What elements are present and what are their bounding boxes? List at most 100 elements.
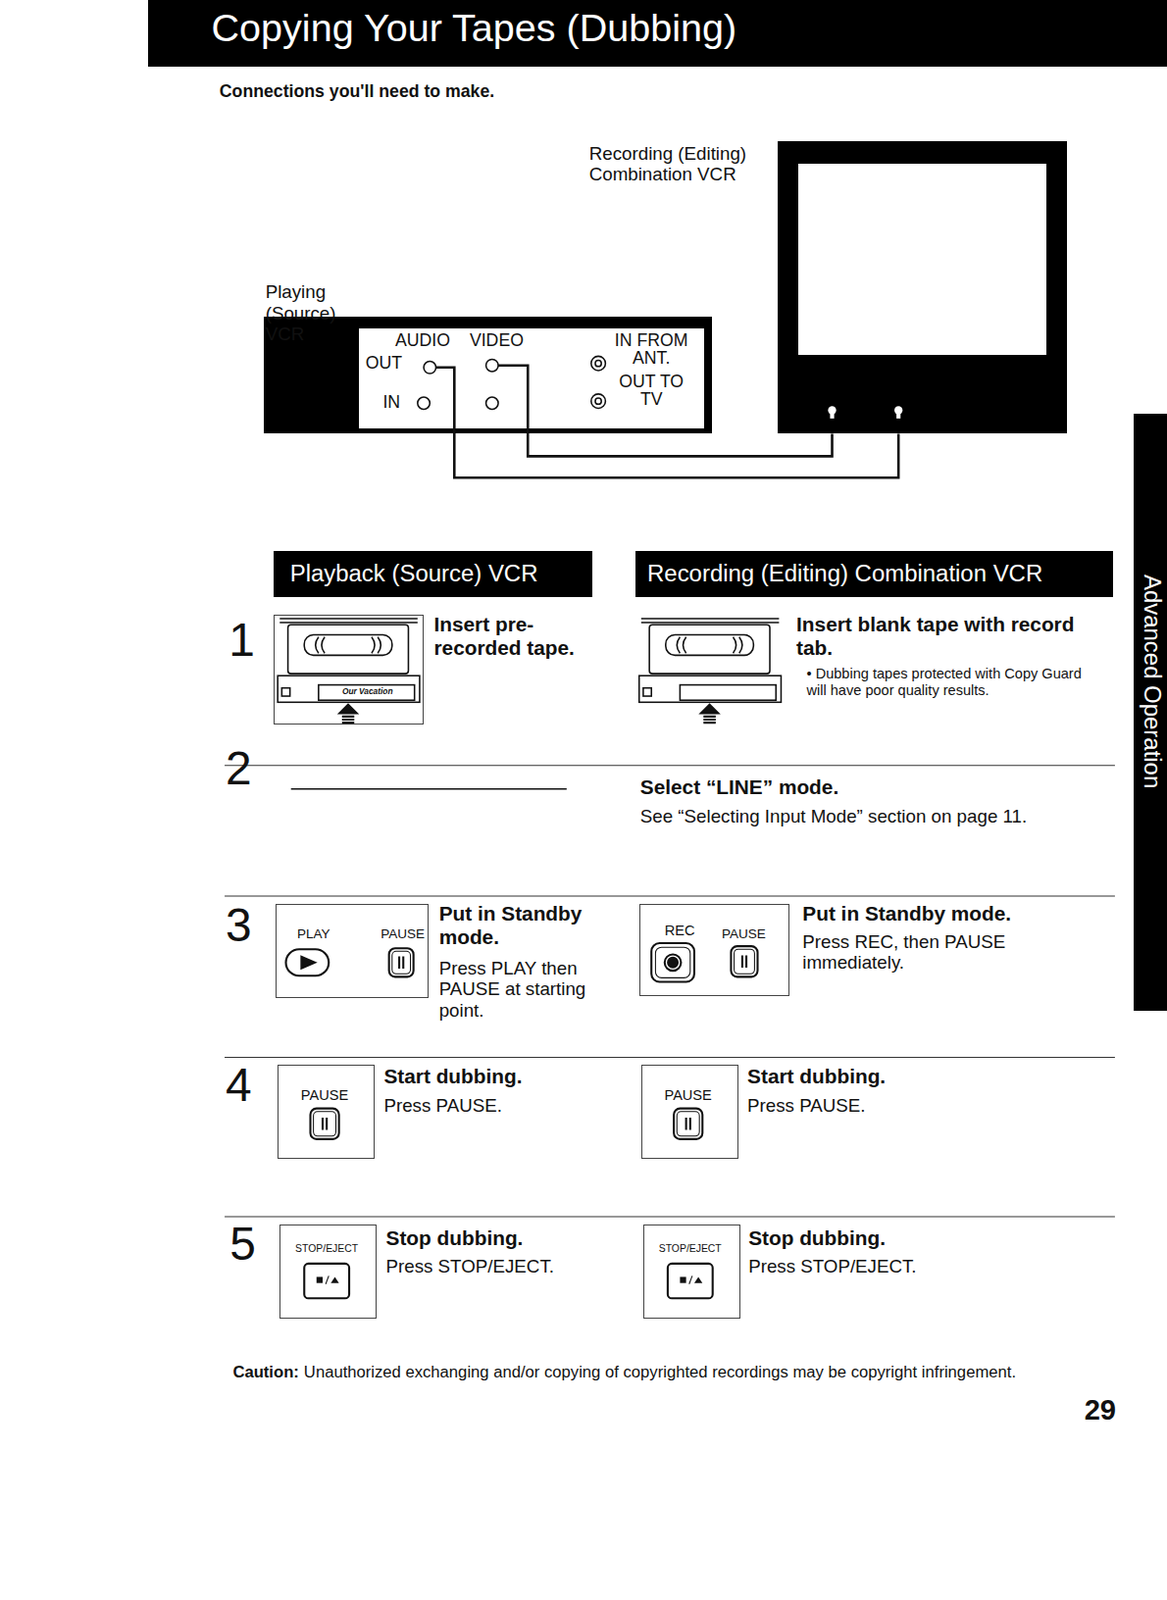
instruction-text: Connections you'll need to make.	[219, 81, 751, 102]
node-text: PLAY	[297, 927, 331, 942]
node-text-slot: PAUSE	[380, 927, 425, 942]
separator-line	[224, 896, 1116, 898]
node-text-slot: PLAY	[297, 927, 331, 942]
tape-insert-illustration	[639, 618, 782, 723]
instruction-text-slot: See “Selecting Input Mode” section on pa…	[640, 806, 1120, 828]
instruction-text-slot: Press STOP/EJECT.	[748, 1256, 1086, 1278]
antenna-jack	[591, 394, 607, 409]
source-vcr: AUDIOVIDEOOUTININ FROM ANT.OUT TO TVPlay…	[263, 281, 712, 434]
instruction-text-slot: Put in Standby mode.	[439, 902, 618, 950]
stop-eject-button	[694, 1276, 703, 1283]
instruction-text: Stop dubbing.	[386, 1226, 621, 1251]
node-text: PAUSE	[278, 1088, 371, 1104]
av-cable	[454, 428, 899, 478]
pause-button	[392, 951, 411, 974]
instruction-text: • Dubbing tapes protected with Copy Guar…	[806, 665, 1093, 700]
cable	[498, 365, 528, 431]
tape-insert-illustration	[641, 618, 780, 623]
tape-insert-illustration	[639, 675, 782, 703]
pause-button	[310, 1109, 340, 1140]
separator-line	[224, 1216, 1116, 1218]
page-title-slot: Copying Your Tapes (Dubbing)	[211, 5, 738, 51]
stop-eject-button	[330, 1276, 339, 1283]
antenna-jack	[595, 360, 602, 367]
antenna-jack	[591, 355, 607, 371]
node-text: OUT	[365, 355, 403, 373]
node-text-slot: OUT TO TV	[614, 373, 689, 408]
pause-button	[310, 1109, 340, 1140]
step-number-slot: 2	[225, 745, 253, 793]
instruction-text: Start dubbing.	[383, 1065, 618, 1089]
housing	[798, 163, 1047, 356]
instruction-text-slot: Stop dubbing.	[748, 1226, 1086, 1251]
tape-insert-illustration	[339, 704, 358, 713]
instruction-text-slot: Put in Standby mode.	[802, 902, 1109, 926]
stop-eject-button	[325, 1275, 329, 1284]
instruction-text: Press PLAY then PAUSE at starting point.	[439, 958, 623, 1022]
pause-button	[389, 948, 414, 977]
instruction-text-slot: Connections you'll need to make.	[219, 81, 751, 102]
node-text: Advanced Operation	[1137, 574, 1167, 789]
illustration	[224, 355, 1116, 1299]
tv-jack	[827, 405, 903, 418]
node-text: IN	[382, 394, 401, 412]
node-text-slot: STOP/EJECT	[644, 1244, 737, 1255]
record-button	[655, 947, 690, 978]
node-text: Recording (Editing) Combination VCR	[589, 143, 765, 186]
stop-eject-button	[304, 1264, 350, 1299]
instruction-text: Insert pre-recorded tape.	[433, 612, 612, 660]
node-text: Our Vacation	[321, 687, 414, 697]
pause-button	[686, 1117, 691, 1130]
tv-jack	[896, 410, 901, 419]
play-button	[286, 949, 330, 976]
instruction-text: Put in Standby mode.	[802, 902, 1109, 926]
instruction-text: Put in Standby mode.	[439, 902, 618, 950]
step-number-slot: 1	[228, 616, 255, 664]
instruction-text-slot: Press REC, then PAUSE immediately.	[802, 931, 1063, 974]
record-button	[664, 954, 682, 971]
tape-insert-illustration	[700, 704, 719, 713]
node-text-slot: Playing (Source) VCR	[265, 281, 337, 346]
record-button	[651, 943, 695, 983]
instruction-text: Insert blank tape with record tab.	[796, 612, 1114, 660]
tape-insert-illustration	[281, 688, 290, 697]
node-text: IN FROM ANT.	[614, 332, 689, 367]
tape-insert-illustration	[679, 685, 776, 702]
page-title: Copying Your Tapes (Dubbing)	[211, 5, 738, 51]
node-text: OUT TO TV	[614, 373, 689, 408]
step-number: 5	[229, 1220, 256, 1269]
instruction-text: Select “LINE” mode.	[640, 775, 1111, 800]
pause-button	[742, 955, 747, 967]
instruction-text-slot: Stop dubbing.	[386, 1226, 621, 1251]
pause-button	[389, 948, 414, 977]
tape-insert-illustration	[277, 675, 420, 703]
separator-line	[224, 1057, 1116, 1059]
node-text: PAUSE	[642, 1088, 735, 1104]
instruction-text-slot: Start dubbing.	[383, 1065, 618, 1089]
tape-insert-illustration	[288, 624, 409, 674]
jack	[486, 358, 499, 371]
node-text-slot: OUT	[365, 355, 403, 373]
tape-insert-illustration	[315, 637, 382, 655]
node-text: REC	[664, 923, 696, 939]
step-number: 2	[225, 745, 253, 793]
step-number: 29	[1084, 1396, 1117, 1425]
title-band: Copying Your Tapes (Dubbing)	[148, 0, 1167, 67]
node-text: Playback (Source) VCR	[290, 559, 539, 588]
separator-line	[224, 764, 1116, 766]
node-text-slot: Our Vacation	[321, 687, 414, 697]
jack-panel: AUDIOVIDEOOUTININ FROM ANT.OUT TO TV	[358, 328, 705, 429]
instruction-text: Unauthorized exchanging and/or copying o…	[304, 1363, 1142, 1382]
pause-button	[676, 1112, 700, 1137]
node-text-slot: IN	[382, 394, 401, 412]
tape-insert-illustration	[676, 637, 743, 655]
section-tab: Advanced Operation	[1133, 413, 1167, 1012]
pause-button	[673, 1109, 703, 1140]
pause-button	[313, 1112, 337, 1137]
antenna-jack	[591, 355, 607, 408]
instruction-text-slot: Start dubbing.	[747, 1065, 1085, 1089]
node-text: STOP/EJECT	[644, 1244, 737, 1255]
tape-insert-illustration	[665, 635, 755, 657]
pause-button	[322, 1117, 327, 1130]
